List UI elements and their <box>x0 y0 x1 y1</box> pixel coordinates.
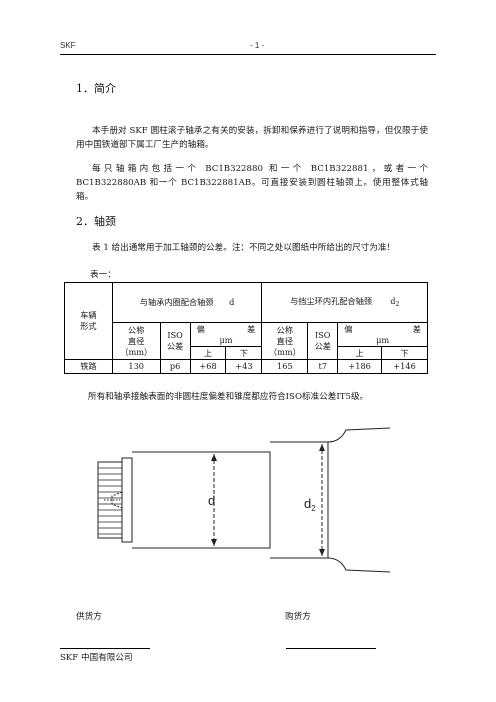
journal-drawing: d d2 <box>97 427 391 573</box>
buyer-signature-line <box>286 648 376 649</box>
vehicle-type-header: 车辆 形式 <box>64 282 113 360</box>
thread-lines <box>98 467 122 535</box>
label-d2: d2 <box>304 496 316 513</box>
d-iso-header: ISO 公差 <box>159 322 191 360</box>
group2-header: 与挡尘环内孔配合轴颈 d2 <box>261 282 428 323</box>
company-name: SKF 中国有限公司 <box>60 653 133 663</box>
cell-type: 铁路 <box>64 359 113 374</box>
journal-d <box>132 451 271 549</box>
table-row: 铁路 130 p6 +68 +43 165 t7 +186 +146 <box>64 359 428 374</box>
section-title-journal: 2．轴颈 <box>76 215 116 228</box>
tolerance-note: 所有和轴承接触表面的非圆柱度偏差和锥度都应符合ISO标准公差IT5级。 <box>88 392 369 402</box>
cell-d-iso: p6 <box>159 359 191 374</box>
intro-paragraph-2: 每只轴箱内包括一个 BC1B322880 和一个 BC1B322881，或者一个… <box>76 164 428 202</box>
d-deviation-header: 偏差 μm <box>189 322 263 347</box>
section-title-intro: 1．简介 <box>76 82 116 95</box>
cell-d2-upper: +186 <box>337 359 383 374</box>
supplier-signature-line <box>60 648 150 649</box>
center-hole <box>111 491 123 509</box>
cell-d2-nominal: 165 <box>261 359 309 374</box>
page-header: SKF - 1 - <box>60 38 436 55</box>
d2-lower-header: 下 <box>381 346 428 360</box>
cell-d2-iso: t7 <box>307 359 339 374</box>
buyer-label: 购货方 <box>285 612 311 622</box>
d2-iso-header: ISO 公差 <box>307 322 339 360</box>
label-d: d <box>208 493 215 508</box>
journal-paragraph: 表 1 给出通常用于加工轴颈的公差。注：不同之处以图纸中所给出的尺寸为准！ <box>92 243 396 253</box>
shoulder <box>121 457 133 543</box>
d-lower-header: 下 <box>225 346 263 360</box>
cell-d2-lower: +146 <box>381 359 428 374</box>
cell-d-lower: +43 <box>225 359 263 374</box>
header-brand: SKF <box>60 41 76 50</box>
d2-upper-header: 上 <box>337 346 383 360</box>
supplier-label: 供货方 <box>76 612 102 622</box>
d2-deviation-header: 偏差 μm <box>337 322 428 347</box>
tolerance-table: 车辆 形式 与轴承内圈配合轴颈 d 与挡尘环内孔配合轴颈 d2 公称 直径 （m… <box>64 282 428 374</box>
intro-paragraph-1: 本手册对 SKF 圆柱滚子轴承之有关的安装，拆卸和保养进行了说明和指导，但仅限于… <box>76 126 428 150</box>
d2-nominal-header: 公称 直径 （mm） <box>261 322 309 360</box>
journal-d2 <box>270 441 329 559</box>
table-label: 表一： <box>90 270 116 280</box>
cell-d-nominal: 130 <box>111 359 161 374</box>
fillet-top <box>327 427 391 443</box>
page-number: - 1 - <box>250 41 265 50</box>
fillet-bottom <box>327 557 391 573</box>
d-upper-header: 上 <box>189 346 227 360</box>
group1-header: 与轴承内圈配合轴颈 d <box>111 282 263 323</box>
d-nominal-header: 公称 直径 （mm） <box>111 322 161 360</box>
cell-d-upper: +68 <box>189 359 227 374</box>
